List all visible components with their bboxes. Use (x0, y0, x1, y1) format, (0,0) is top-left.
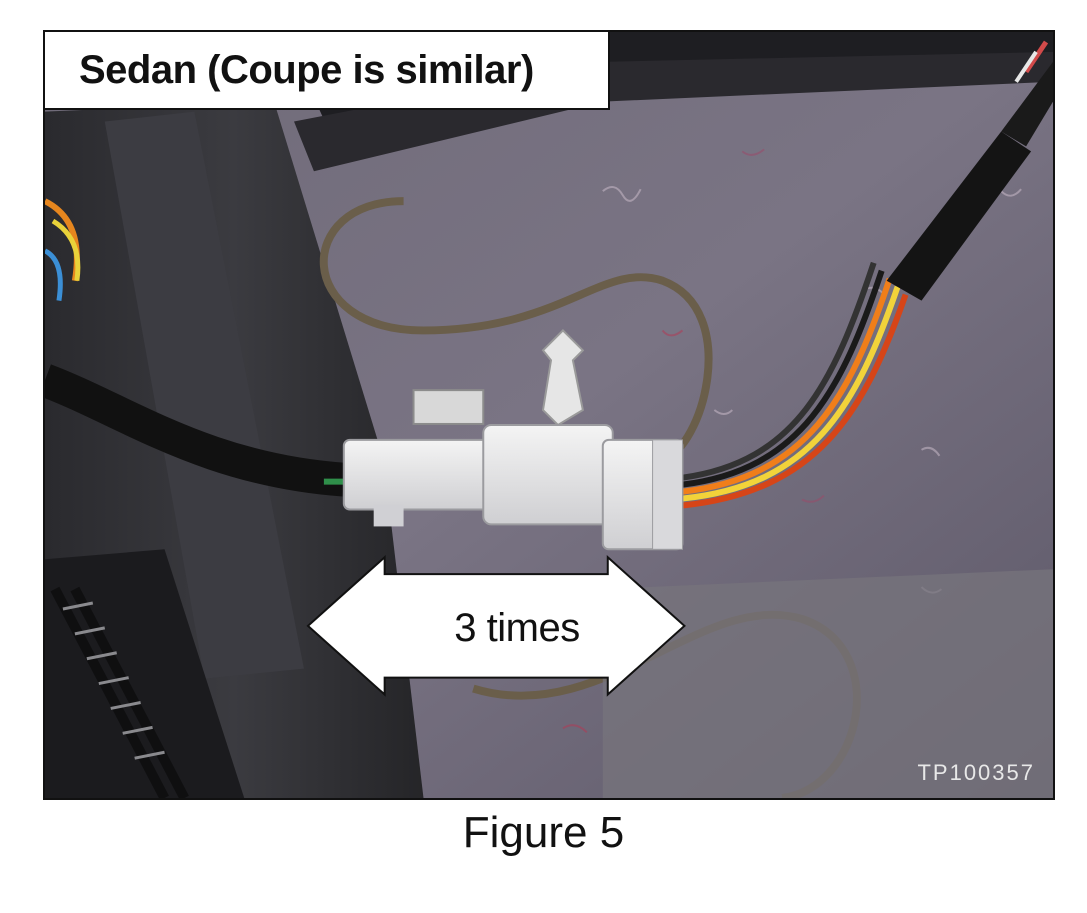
figure-caption: Figure 5 (462, 808, 625, 857)
arrow-label: 3 times (454, 606, 580, 650)
photo-label: Sedan (Coupe is similar) (45, 32, 610, 110)
connector-photo-image (45, 32, 1053, 798)
photo-watermark: TP100357 (917, 760, 1035, 785)
double-arrow-icon (306, 555, 686, 697)
photo: Sedan (Coupe is similar) 3 times TP10035… (43, 30, 1055, 800)
